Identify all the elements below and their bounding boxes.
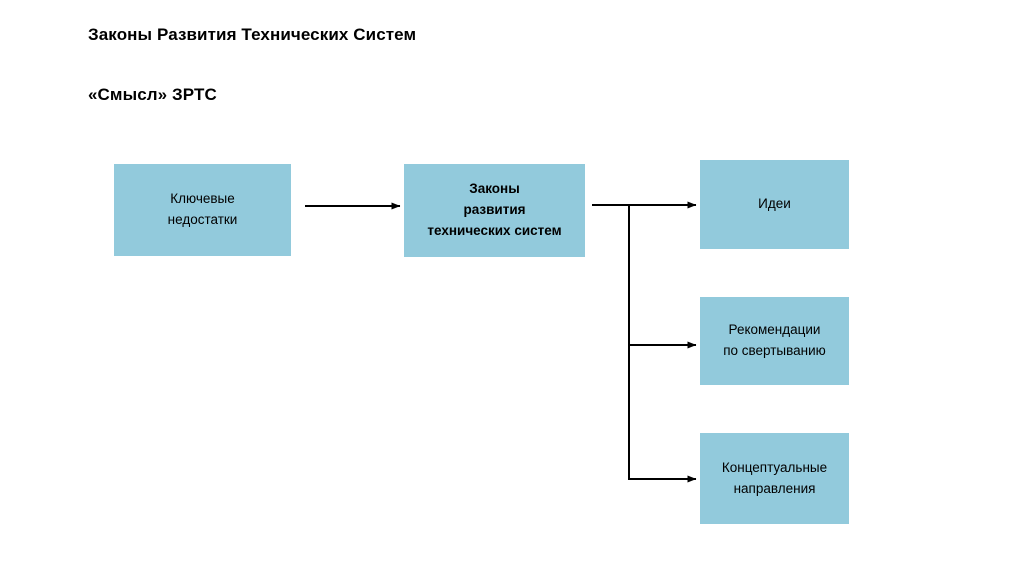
node-key-drawbacks[interactable]: Ключевые недостатки — [114, 164, 291, 256]
node-ideas-label: Идеи — [758, 196, 791, 212]
page-subtitle: «Смысл» ЗРТС — [88, 85, 217, 104]
node-laws-of-technical-system-development[interactable]: Законы развития технических систем — [404, 164, 585, 257]
node-directions-label: Концептуальные направления — [721, 459, 828, 496]
node-conceptual-directions[interactable]: Концептуальные направления — [700, 433, 849, 524]
node-trimming-recommendations[interactable]: Рекомендации по свертыванию — [700, 297, 849, 385]
node-recommendations-label: Рекомендации по свертыванию — [723, 322, 826, 358]
node-key-drawbacks-label: Ключевые недостатки — [167, 191, 238, 227]
page-title: Законы Развития Технических Систем — [88, 25, 417, 44]
node-laws-label: Законы развития технических систем — [427, 181, 562, 238]
node-ideas[interactable]: Идеи — [700, 160, 849, 249]
